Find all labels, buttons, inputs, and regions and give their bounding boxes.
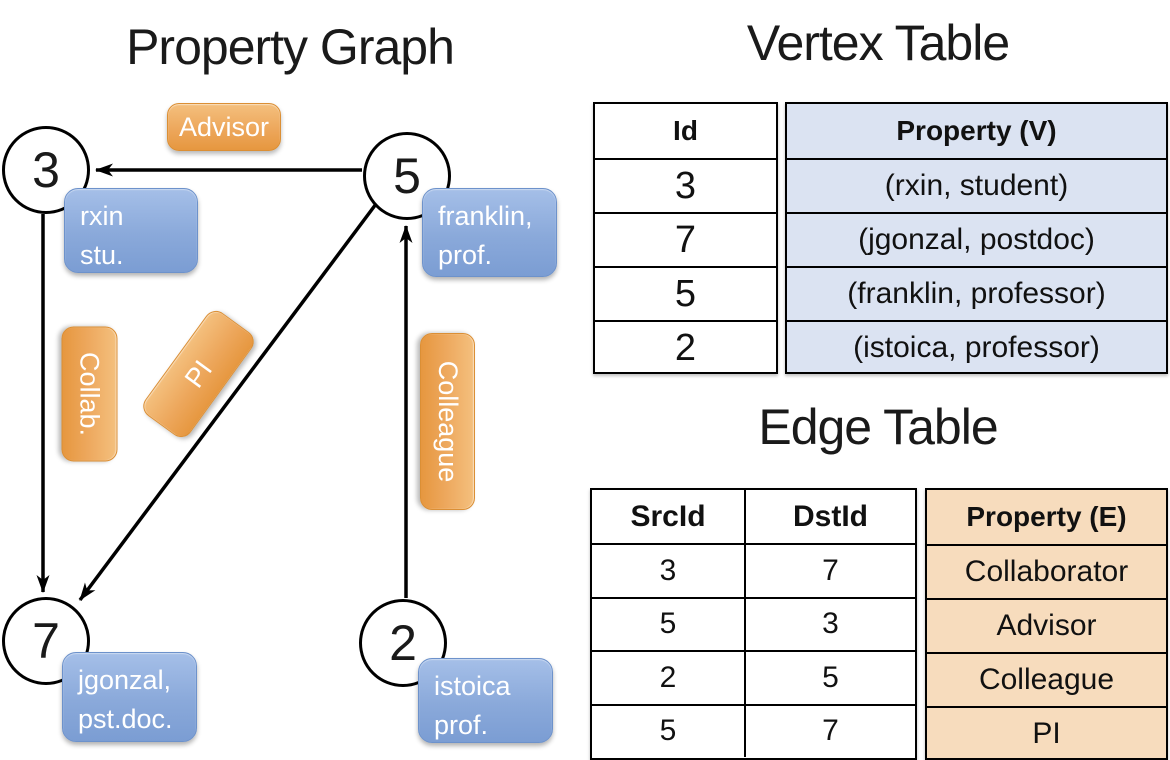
graph-edges-canvas [36, 163, 413, 602]
table-cell: 5 [595, 266, 776, 320]
table-cell: 3 [595, 158, 776, 212]
vertex-table-id-header: Id [673, 115, 698, 146]
table-cell: 7 [595, 212, 776, 266]
edge-5-to-7-pi [78, 202, 378, 602]
vertex-label-line1: istoica [434, 671, 511, 701]
table-cell: 3 [592, 543, 744, 596]
edge-table-property-header: Property (E) [966, 501, 1127, 532]
table-cell: Collaborator [927, 544, 1166, 598]
edge-label-colleague: Colleague [420, 333, 475, 510]
table-cell: 5 [592, 596, 744, 650]
edge-label-collab-text: Collab. [75, 351, 105, 437]
edge-table-property-column: Property (E) Collaborator Advisor Collea… [925, 488, 1168, 760]
edge-table-title: Edge Table [758, 399, 998, 455]
edge-label-collab: Collab. [61, 326, 118, 462]
edge-label-colleague-text: Colleague [433, 360, 463, 483]
vertex-table-title: Vertex Table [746, 15, 1010, 71]
node-2-id: 2 [389, 615, 417, 671]
vertex-table-property-header: Property (V) [896, 115, 1057, 146]
vertex-label-line1: rxin [80, 201, 124, 231]
vertex-label-line2: pst.doc. [78, 704, 173, 735]
vertex-property-label-franklin: franklin, prof. [422, 188, 557, 277]
edge-label-advisor-text: Advisor [178, 111, 270, 142]
table-cell: 7 [744, 543, 915, 597]
node-7-id: 7 [32, 613, 60, 669]
vertex-label-line1: jgonzal, [78, 665, 172, 695]
table-cell: 5 [744, 650, 915, 704]
table-cell: Colleague [927, 652, 1166, 706]
edge-table-dstid-header: DstId [744, 490, 915, 544]
table-cell: 5 [592, 703, 744, 757]
vertex-label-line1: franklin, [438, 201, 533, 231]
table-cell: (franklin, professor) [787, 266, 1166, 320]
table-cell: (jgonzal, postdoc) [787, 212, 1166, 266]
table-cell: 7 [744, 703, 915, 757]
vertex-property-label-istoica: istoica prof. [418, 658, 553, 743]
graph-node-5: 5 [363, 132, 451, 220]
vertex-property-label-rxin: rxin stu. [64, 188, 198, 273]
table-cell: Advisor [927, 598, 1166, 652]
table-cell: (rxin, student) [787, 158, 1166, 212]
vertex-table-id-column: Id 3 7 5 2 [593, 102, 778, 374]
vertex-label-line2: prof. [434, 710, 489, 741]
table-cell: 2 [595, 320, 776, 374]
vertex-table-property-column: Property (V) (rxin, student) (jgonzal, p… [785, 102, 1168, 374]
vertex-label-line2: stu. [80, 240, 124, 271]
edge-label-advisor: Advisor [167, 103, 281, 151]
node-5-id: 5 [393, 148, 421, 204]
table-cell: 2 [592, 650, 744, 703]
property-graph-pane: Property Graph 3 5 7 2 rxin stu. frankli… [2, 19, 557, 743]
graph-node-2: 2 [359, 599, 447, 687]
vertex-label-line2: prof. [438, 240, 493, 271]
property-graph-title: Property Graph [126, 19, 455, 75]
table-cell: PI [927, 706, 1166, 760]
vertex-property-label-jgonzal: jgonzal, pst.doc. [62, 652, 197, 742]
node-3-id: 3 [32, 142, 60, 198]
edge-table-id-columns: SrcId DstId 3 7 5 3 2 5 5 7 [590, 488, 917, 760]
table-cell: (istoica, professor) [787, 320, 1166, 374]
edge-label-pi-text: PI [178, 354, 218, 393]
edge-table-srcid-header: SrcId [630, 499, 706, 533]
table-cell: 3 [744, 596, 915, 651]
